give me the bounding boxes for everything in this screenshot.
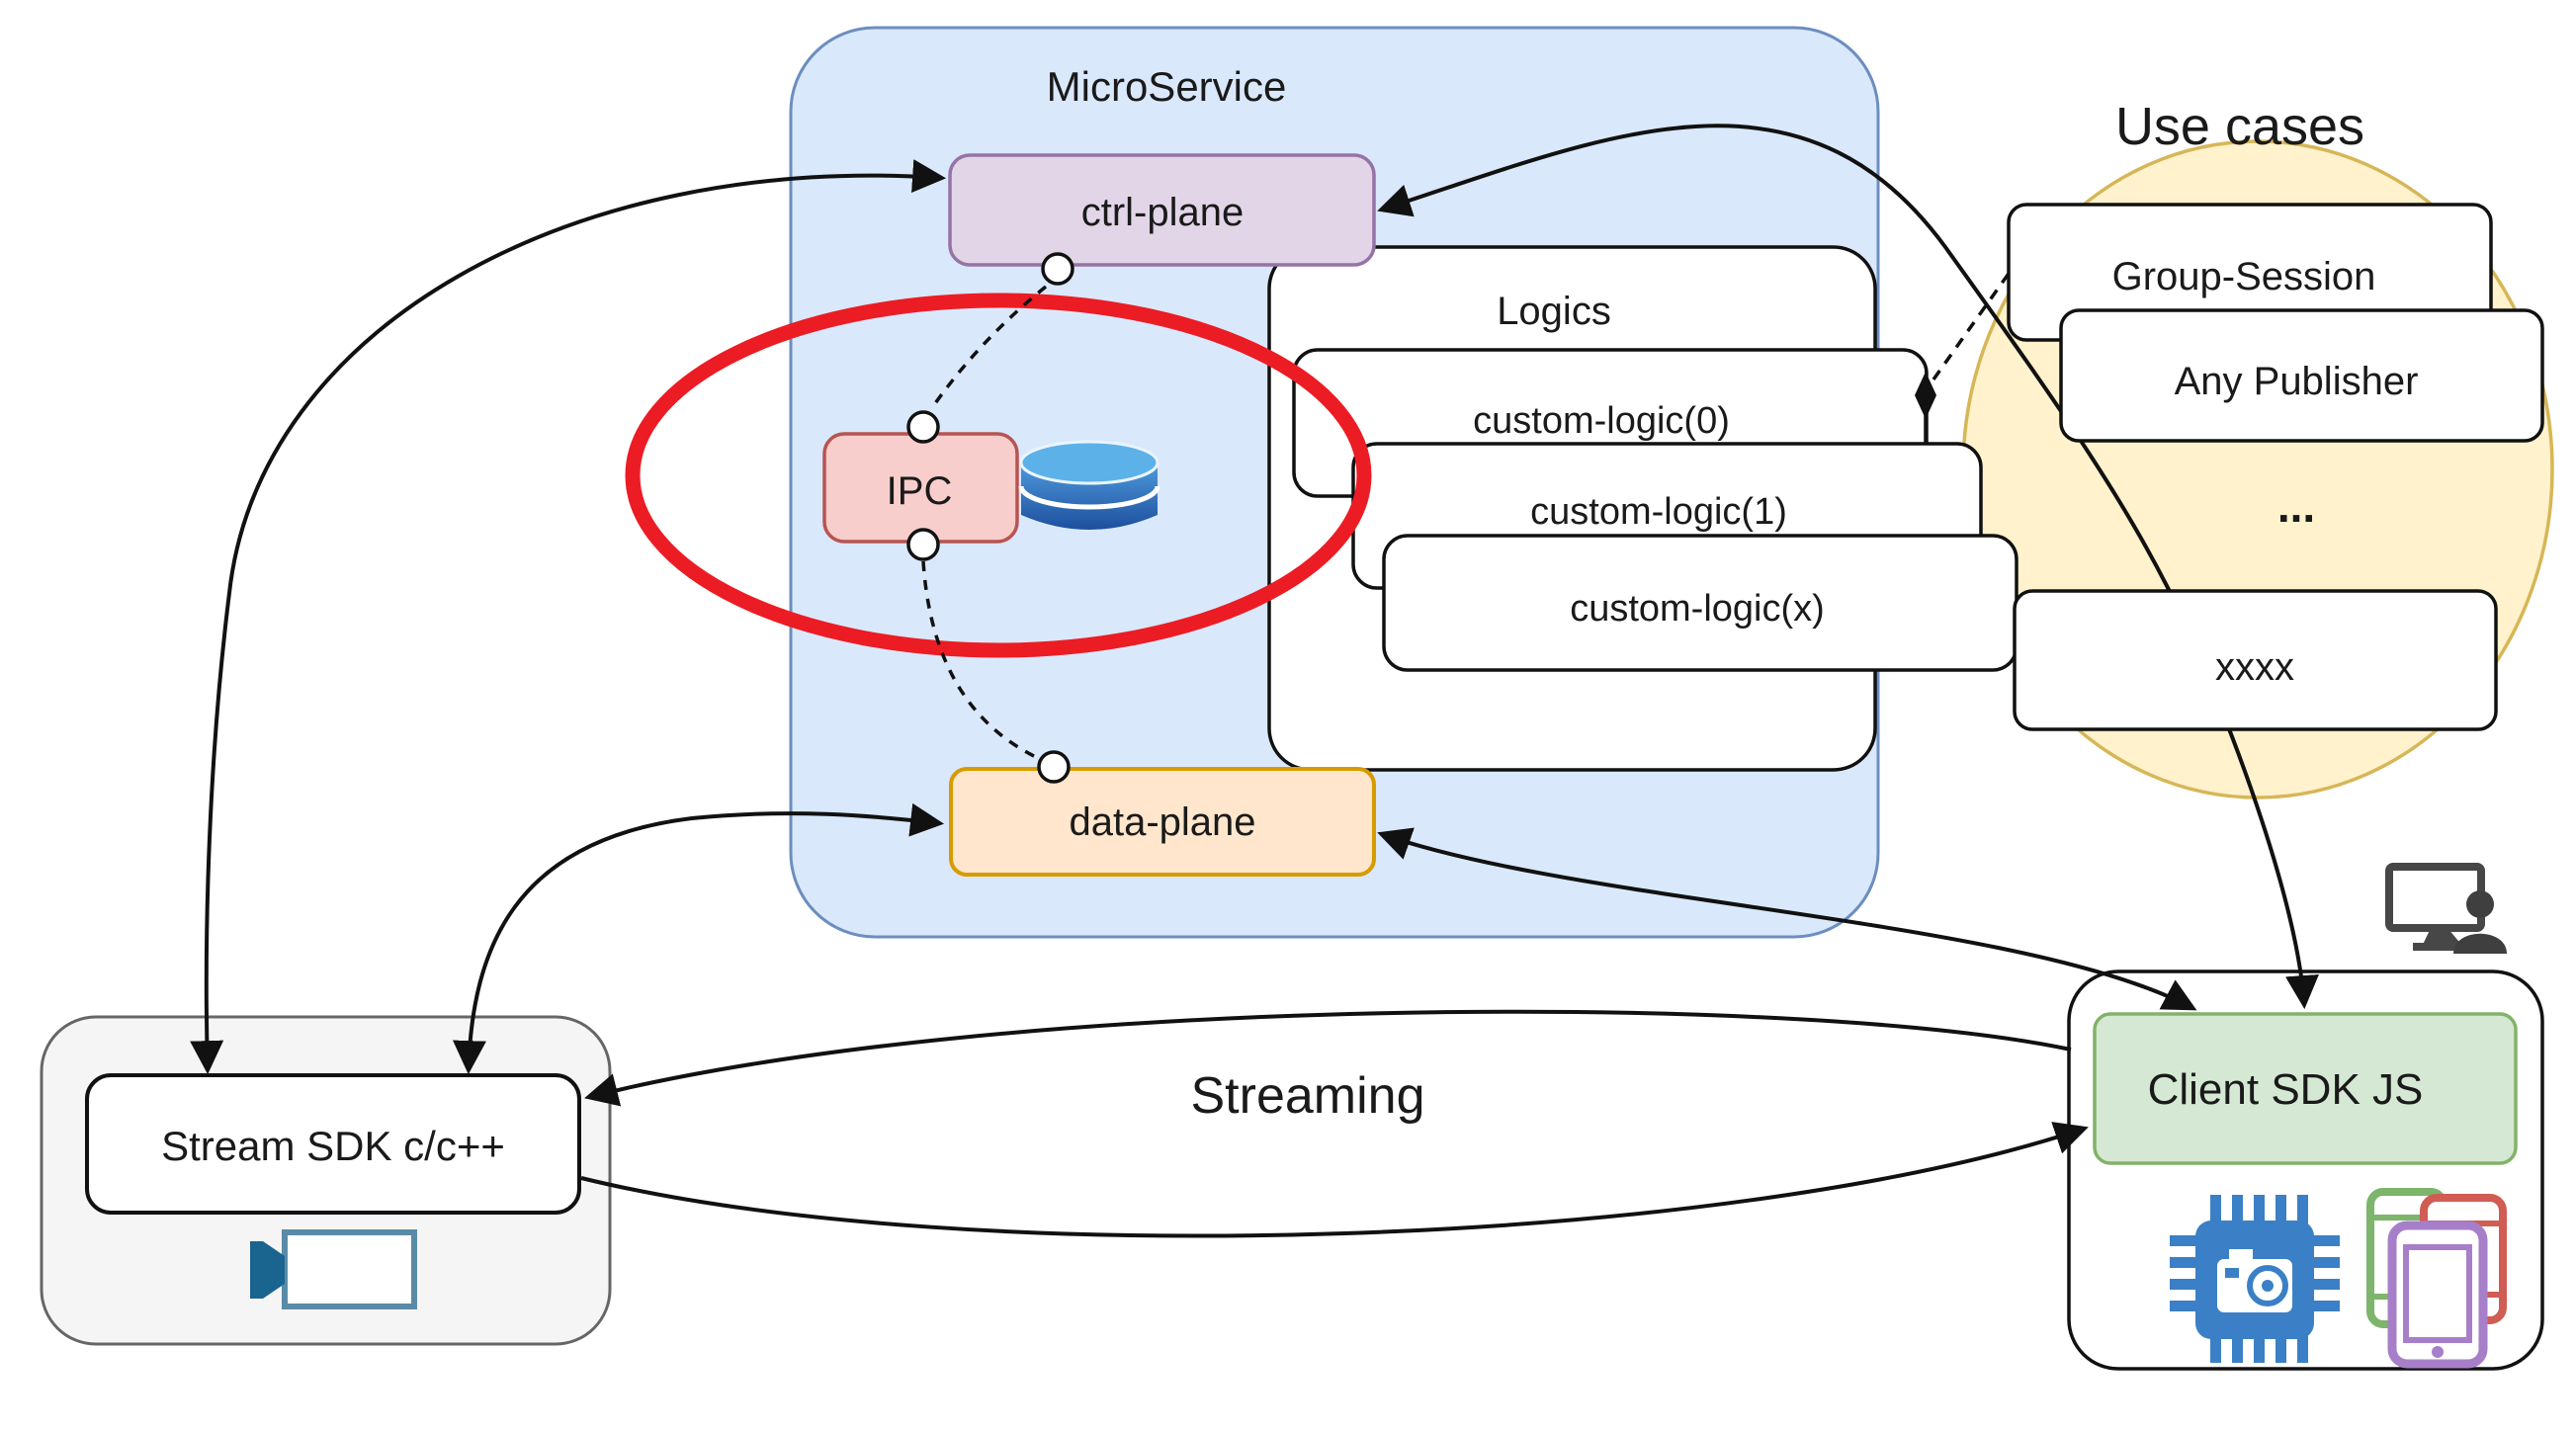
data-plane-box <box>949 767 1376 877</box>
microservice-title: MicroService <box>1047 63 1287 110</box>
ctrl-plane-box <box>948 153 1376 267</box>
database-cylinder-icon <box>1018 440 1160 530</box>
use-case-group-session-label: Group-Session <box>2112 255 2376 298</box>
video-camera-icon <box>250 1229 417 1309</box>
connector-arrows <box>190 124 2319 1238</box>
use-case-xxxx-box <box>2013 589 2498 731</box>
stream-sdk-box <box>85 1073 581 1215</box>
use-case-ellipsis: ... <box>2277 480 2315 532</box>
logics-title: Logics <box>1497 290 1611 333</box>
client-sdk-label: Client SDK JS <box>2148 1065 2424 1114</box>
arrow-streaming-upper <box>584 1009 2072 1107</box>
arrow-ctrlplane-streamsdk <box>190 159 947 1075</box>
custom-logic-x-label: custom-logic(x) <box>1570 588 1825 630</box>
use-cases-title: Use cases <box>2115 97 2364 156</box>
chip-camera-icon <box>2170 1195 2340 1363</box>
streaming-label: Streaming <box>1191 1067 1425 1125</box>
ctrl-plane-label: ctrl-plane <box>1081 191 1245 234</box>
mobile-phones-icon <box>2366 1188 2507 1369</box>
monitor-user-icon <box>2385 863 2507 954</box>
ipc-highlight-ellipse <box>625 293 1372 658</box>
custom-logic-1-label: custom-logic(1) <box>1530 491 1787 533</box>
diamond-connector <box>1915 372 1936 419</box>
ipc-dashed-chain <box>906 252 1074 784</box>
arrow-streaming-lower <box>580 1122 2089 1238</box>
stream-sdk-label: Stream SDK c/c++ <box>161 1123 505 1169</box>
client-sdk-box <box>2093 1012 2518 1165</box>
use-case-any-publisher-box <box>2059 308 2544 443</box>
ipc-label: IPC <box>887 469 953 513</box>
arrow-dataplane-streamsdk <box>452 802 945 1075</box>
data-plane-label: data-plane <box>1069 800 1255 844</box>
use-case-xxxx-label: xxxx <box>2215 645 2294 689</box>
custom-logic-0-label: custom-logic(0) <box>1473 400 1730 442</box>
arrow-ctrlplane-clientsdk <box>1377 124 2319 1010</box>
use-case-any-publisher-label: Any Publisher <box>2175 360 2419 403</box>
logics-usecase-link <box>1915 269 2013 443</box>
